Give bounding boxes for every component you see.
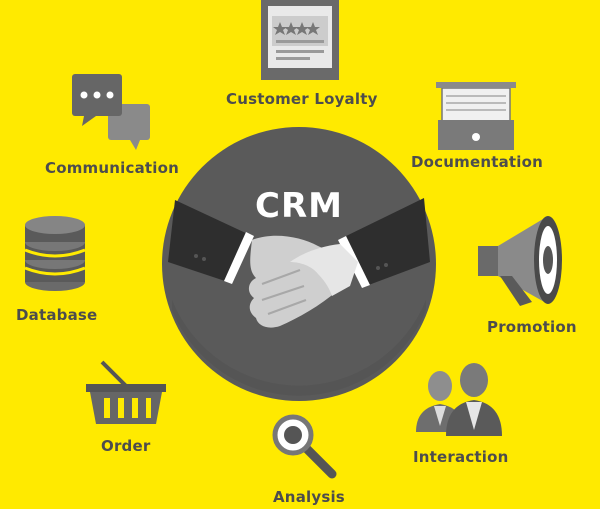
label-interaction: Interaction bbox=[413, 448, 509, 466]
label-database: Database bbox=[16, 306, 98, 324]
label-communication: Communication bbox=[45, 159, 179, 177]
label-customer-loyalty: Customer Loyalty bbox=[226, 90, 378, 108]
label-analysis: Analysis bbox=[273, 488, 345, 506]
megaphone-icon bbox=[478, 216, 562, 306]
file-drawer-icon bbox=[436, 82, 516, 150]
label-order: Order bbox=[101, 437, 151, 455]
basket-icon bbox=[86, 360, 166, 424]
people-icon bbox=[416, 363, 502, 436]
database-icon bbox=[24, 216, 86, 291]
chat-bubbles-icon bbox=[72, 74, 150, 150]
label-promotion: Promotion bbox=[487, 318, 577, 336]
handshake-icon bbox=[168, 198, 430, 328]
label-documentation: Documentation bbox=[411, 153, 543, 171]
rating-card-icon bbox=[261, 0, 339, 80]
crm-title: CRM bbox=[255, 186, 343, 226]
magnifier-icon bbox=[272, 414, 337, 479]
